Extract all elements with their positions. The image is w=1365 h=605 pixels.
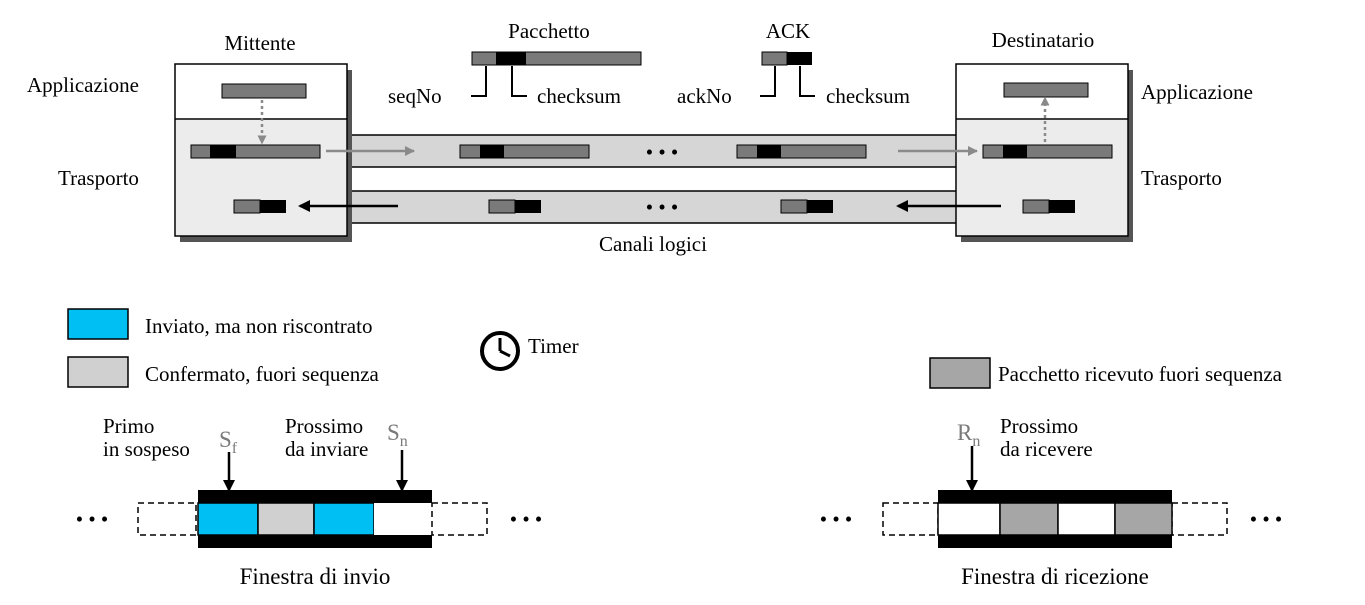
recv-left-ellipsis: • • • <box>820 507 853 531</box>
send-slot-sent-unacked <box>313 502 375 536</box>
packet-format <box>471 51 642 97</box>
sender-application-label: Applicazione <box>27 73 139 97</box>
next-to-send-line1: Prossimo <box>285 414 363 438</box>
next-to-receive-line2: da ricevere <box>1000 437 1093 461</box>
ack-label: ACK <box>766 19 810 43</box>
legend-acked-out-of-order: Confermato, fuori sequenza <box>145 362 380 386</box>
first-pending-line2: in sospeso <box>103 437 190 461</box>
receiver-transport-label: Trasporto <box>1141 166 1222 190</box>
recv-slot-empty <box>937 502 1001 536</box>
ackno-label: ackNo <box>677 84 732 108</box>
logical-channel-backward <box>349 190 959 224</box>
recv-slot-received <box>999 502 1059 536</box>
packet-label: Pacchetto <box>508 19 590 43</box>
backward-channel-acks <box>298 199 1001 214</box>
receiver-title: Destinatario <box>992 28 1095 52</box>
sender-title: Mittente <box>224 31 295 55</box>
send-right-ellipsis: • • • <box>510 507 543 531</box>
send-slot-acked <box>257 502 315 536</box>
send-left-ellipsis: • • • <box>76 507 109 531</box>
timer-icon <box>480 331 520 371</box>
recv-slot-empty <box>1057 502 1116 536</box>
receive-window-label: Finestra di ricezione <box>961 564 1149 589</box>
legend-swatch-acked <box>67 356 129 388</box>
forward-ellipsis: • • • <box>646 140 679 164</box>
send-slot-sent-unacked <box>197 502 259 536</box>
seqno-label: seqNo <box>388 84 442 108</box>
forward-channel-packets <box>326 144 978 159</box>
legend-swatch-sent-unacked <box>67 308 129 340</box>
next-to-receive-line1: Prossimo <box>1000 414 1078 438</box>
legend-timer: Timer <box>528 334 579 358</box>
sn-symbol: Sn <box>387 420 408 450</box>
next-to-send-line2: da inviare <box>285 437 368 461</box>
logical-channels-label: Canali logici <box>599 232 707 256</box>
packet-checksum-label: checksum <box>537 84 621 108</box>
legend-swatch-received <box>929 357 991 389</box>
send-window-label: Finestra di invio <box>240 564 391 589</box>
ack-format <box>760 51 815 97</box>
legend-sent-unacked: Inviato, ma non riscontrato <box>145 314 372 338</box>
receiver-application-label: Applicazione <box>1141 80 1253 104</box>
sender-box <box>174 63 352 242</box>
sf-symbol: Sf <box>219 427 238 457</box>
send-slot-empty <box>374 503 430 535</box>
receiver-box <box>955 63 1133 242</box>
send-window: Primo in sospeso Sf Prossimo da inviare … <box>76 414 543 589</box>
rn-symbol: Rn <box>957 420 980 450</box>
first-pending-line1: Primo <box>103 414 154 438</box>
ack-checksum-label: checksum <box>826 84 910 108</box>
legend-received-out-of-order: Pacchetto ricevuto fuori sequenza <box>998 362 1283 386</box>
recv-slot-received <box>1114 502 1173 536</box>
legend: Inviato, ma non riscontrato Confermato, … <box>67 308 1283 389</box>
sender-transport-label: Trasporto <box>58 166 139 190</box>
receive-window: Rn Prossimo da ricevere • • • • • • Fine… <box>820 414 1283 589</box>
backward-ellipsis: • • • <box>646 195 679 219</box>
recv-right-ellipsis: • • • <box>1250 507 1283 531</box>
